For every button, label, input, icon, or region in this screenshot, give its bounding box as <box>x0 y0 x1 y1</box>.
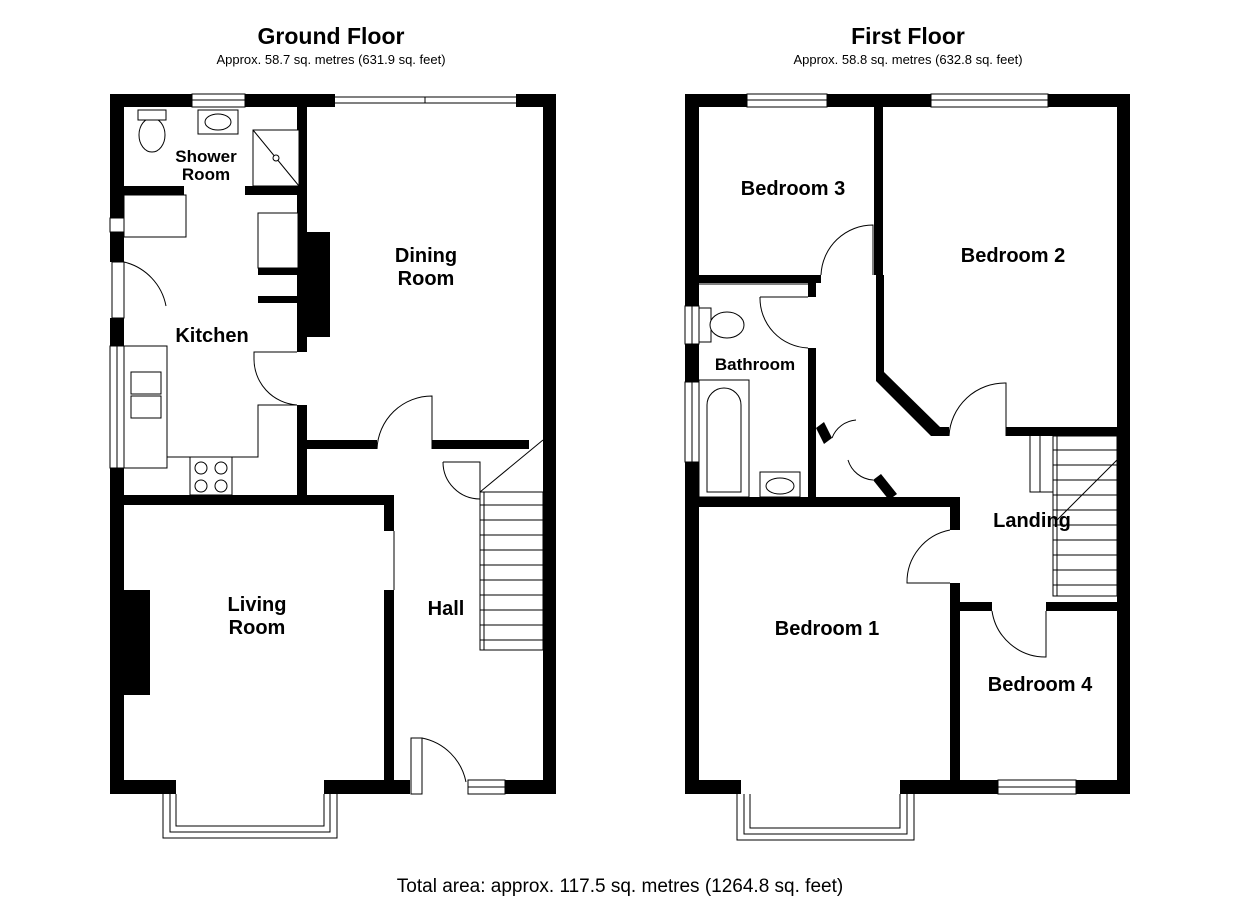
shower-room-label-line2: Room <box>182 165 230 184</box>
toilet-icon <box>709 311 745 339</box>
ground-floor-area: Approx. 58.7 sq. metres (631.9 sq. feet) <box>216 52 445 67</box>
ground-floor-doors <box>111 261 481 795</box>
bathroom-label: Bathroom <box>715 355 795 374</box>
toilet-icon <box>138 117 166 153</box>
ground-floor-windows <box>109 93 516 839</box>
ground-floor-plan: Ground Floor Approx. 58.7 sq. metres (63… <box>109 23 556 839</box>
first-floor-doors <box>759 224 1047 658</box>
bedroom-2-label: Bedroom 2 <box>961 245 1065 267</box>
first-floor-interior-walls <box>697 107 1117 783</box>
ground-floor-room-labels: Shower Room Dining Room Kitchen Living R… <box>175 147 464 639</box>
kitchen-label: Kitchen <box>175 325 248 347</box>
first-floor-title: First Floor <box>851 23 965 49</box>
bedroom-1-label: Bedroom 1 <box>775 618 879 640</box>
shower-room-label-line1: Shower <box>175 147 237 166</box>
first-floor-room-labels: Bedroom 3 Bedroom 2 Bathroom Landing Bed… <box>715 178 1093 696</box>
first-floor-plan: First Floor Approx. 58.8 sq. metres (632… <box>684 23 1130 841</box>
first-floor-stairs <box>1029 435 1118 597</box>
ground-floor-title: Ground Floor <box>258 23 405 49</box>
ground-floor-outer-walls <box>110 94 556 794</box>
toilet-cistern-icon <box>698 307 712 343</box>
bedroom-3-label: Bedroom 3 <box>741 178 845 200</box>
living-room-label-line1: Living <box>228 594 287 616</box>
hall-label: Hall <box>428 598 465 620</box>
ground-floor-interior-walls <box>122 107 529 784</box>
living-room-label-line2: Room <box>229 617 286 639</box>
dining-room-label-line1: Dining <box>395 245 457 267</box>
bedroom-4-label: Bedroom 4 <box>988 674 1093 696</box>
dining-room-label-line2: Room <box>398 268 455 290</box>
total-area: Total area: approx. 117.5 sq. metres (12… <box>397 876 843 897</box>
ground-floor-stairs <box>479 439 544 651</box>
first-floor-fixtures <box>698 283 1118 597</box>
first-floor-windows <box>684 93 1077 841</box>
ground-floor-fixtures <box>123 109 544 651</box>
landing-label: Landing <box>993 510 1071 532</box>
first-floor-outer-walls <box>685 94 1130 794</box>
first-floor-area: Approx. 58.8 sq. metres (632.8 sq. feet) <box>793 52 1022 67</box>
